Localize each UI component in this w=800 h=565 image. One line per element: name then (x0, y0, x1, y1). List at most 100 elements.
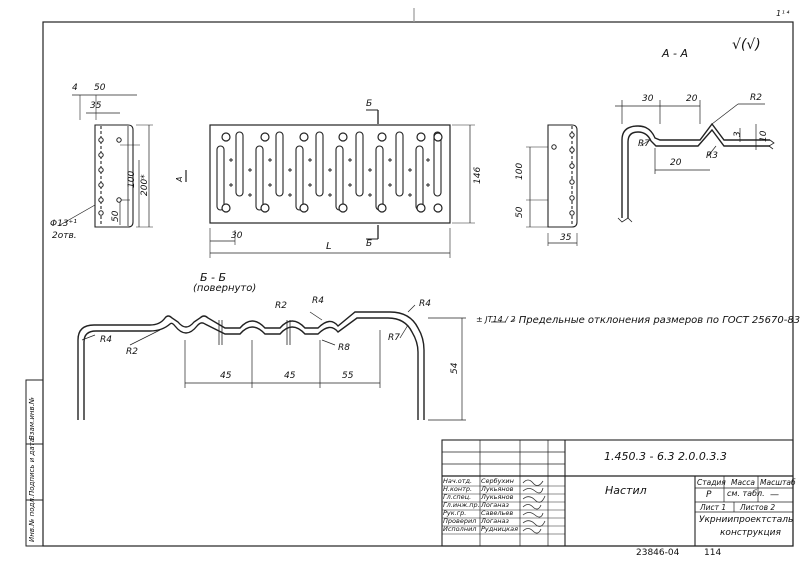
item-name: Настил (605, 484, 647, 497)
hole-mark (98, 210, 104, 216)
hole-count-note: 2отв. (52, 231, 77, 241)
slot (395, 131, 404, 197)
role-label: Гл.спец. (443, 493, 472, 501)
left-dim-35: 35 (90, 101, 102, 111)
hole-mark (98, 182, 104, 188)
org-name-line1: Укрниипроектсталь (699, 515, 794, 525)
hole-mark (416, 132, 426, 142)
signature-row: Рук.гр. Савельев (443, 510, 543, 518)
side-stamp-sign: Подпись и дата (28, 438, 36, 496)
right-end-view (526, 124, 578, 246)
role-label: Рук.гр. (443, 509, 467, 517)
title-block-grid (441, 439, 794, 547)
hole-mark (569, 210, 575, 216)
plan-dim-L: L (326, 241, 332, 252)
bb-dim-R4-right: R4 (419, 299, 431, 309)
left-dim-100: 100 (127, 170, 137, 188)
tolerance-prefix: ± JT14 / 2 (476, 315, 516, 324)
slot (216, 145, 225, 211)
plan-side-mark: А (175, 176, 184, 182)
scale-value: — (770, 490, 779, 500)
aa-dim-R3: R3 (706, 151, 718, 161)
hole-mark (116, 137, 122, 143)
slot (415, 145, 424, 211)
right-dim-35: 35 (560, 233, 572, 243)
person-name: Логаназ (481, 517, 509, 525)
left-end-view-holes (98, 137, 122, 216)
hole-mark (569, 163, 575, 169)
cut-label-top: Б (366, 99, 373, 109)
head-scale: Масштаб (760, 478, 796, 487)
bb-dim-54: 54 (450, 362, 460, 374)
bb-dim-45-a: 45 (220, 371, 232, 381)
right-end-view-holes (551, 132, 575, 216)
signature-row: Исполнил Рудницкая (443, 526, 543, 534)
hole-mark (569, 179, 575, 185)
bb-dim-R2-left: R2 (126, 347, 138, 357)
head-mass: Масса (731, 478, 755, 487)
hole-mark (338, 203, 348, 213)
left-dim-200: 200* (140, 174, 150, 196)
signature-row: Гл.инж.пр. Логаназ (443, 502, 543, 510)
hole-mark (98, 167, 104, 173)
section-aa-dims (615, 100, 765, 174)
signature-row: Нач.отд. Сербухин (443, 478, 543, 486)
aa-dim-3: 3 (733, 131, 743, 137)
slot (255, 145, 264, 211)
head-stage: Стадия (697, 478, 726, 487)
hole-mark (116, 197, 122, 203)
left-dim-50: 50 (94, 83, 106, 93)
slot (355, 131, 364, 197)
hole-mark (416, 203, 426, 213)
role-label: Н.контр. (443, 485, 473, 493)
plan-dim-146: 146 (473, 166, 483, 184)
signature-scribbles (522, 479, 546, 534)
aa-dim-R2: R2 (750, 93, 762, 103)
bb-dim-55: 55 (342, 371, 354, 381)
bb-subtitle: (повернуто) (193, 283, 257, 294)
aa-dim-30: 30 (642, 94, 654, 104)
plan-dim-30: 30 (231, 231, 243, 241)
person-name: Сербухин (481, 477, 514, 485)
hole-mark (377, 203, 387, 213)
hole-mark (299, 203, 309, 213)
section-aa-label: A - A (662, 47, 689, 60)
left-end-view (59, 94, 153, 228)
person-name: Рудницкая (481, 525, 518, 533)
tolerance-text: - Предельные отклонения размеров по ГОСТ… (512, 315, 800, 326)
hole-mark (433, 203, 443, 213)
bb-dim-R7: R7 (388, 333, 400, 343)
role-label: Проверил (443, 517, 477, 525)
signature-row: Гл.спец. Лукьянов (443, 494, 543, 502)
bb-title: Б - Б (200, 271, 227, 284)
mass-value: см. табл. (727, 489, 765, 498)
hole-mark (338, 132, 348, 142)
slot (433, 131, 442, 197)
plan-view-slots (216, 131, 442, 211)
slot (295, 145, 304, 211)
side-stamp-inv: Инв.№ подл. (28, 495, 36, 542)
signature-row: Проверил Логаназ (443, 518, 543, 526)
hole-mark (98, 197, 104, 203)
slot (375, 145, 384, 211)
hole-mark (260, 132, 270, 142)
aa-dim-R7: R7 (638, 139, 650, 149)
person-name: Лукьянов (481, 485, 514, 493)
archive-page: 114 (704, 548, 722, 558)
left-dim-50-low: 50 (111, 210, 121, 222)
hole-mark (98, 137, 104, 143)
slot (275, 131, 284, 197)
hole-mark (551, 144, 557, 150)
role-label: Гл.инж.пр. (443, 501, 480, 509)
page-mark: 1¹⁴ (776, 9, 791, 18)
org-name-line2: конструкция (720, 528, 781, 538)
hole-mark (98, 152, 104, 158)
hole-mark (221, 132, 231, 142)
bb-dim-R4-top: R4 (312, 296, 324, 306)
aa-dim-10: 10 (759, 130, 769, 142)
sheet-number: Лист 1 (700, 503, 727, 512)
section-aa-profile (617, 122, 775, 223)
bb-dim-R2: R2 (275, 301, 287, 311)
sheets-total: Листов 2 (740, 503, 776, 512)
stage-value: Р (706, 490, 712, 500)
